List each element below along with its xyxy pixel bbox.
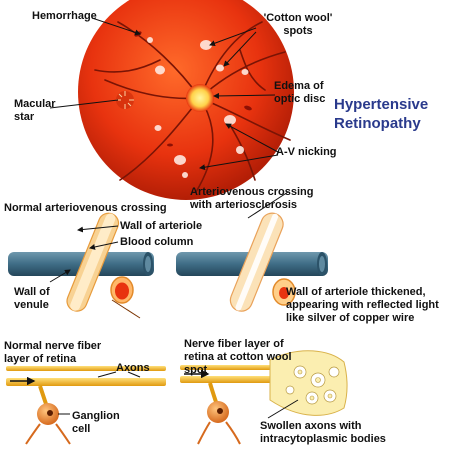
- sclerosis-crossing-artwork: [176, 212, 328, 312]
- label-wall-of-venule: Wall of venule: [14, 286, 50, 311]
- label-edema-optic-disc: Edema of optic disc: [274, 80, 326, 105]
- normal-nerve-artwork: [6, 366, 166, 445]
- label-ganglion-cell: Ganglion cell: [72, 410, 120, 435]
- cotton-wool-nerve-artwork: [180, 350, 348, 445]
- label-wall-of-arteriole: Wall of arteriole: [120, 220, 203, 232]
- label-cotton-wool-nerve: Nerve fiber layer of retina at cotton wo…: [184, 338, 292, 376]
- label-normal-av-crossing: Normal arteriovenous crossing: [4, 202, 167, 214]
- label-av-nicking: A-V nicking: [276, 146, 337, 158]
- label-swollen-axons: Swollen axons with intracytoplasmic bodi…: [260, 420, 386, 445]
- label-axons: Axons: [116, 362, 150, 374]
- label-normal-nerve-fiber: Normal nerve fiber layer of retina: [4, 340, 102, 365]
- normal-crossing-artwork: [8, 212, 154, 319]
- label-macular-star: Macular star: [14, 98, 56, 123]
- label-hemorrhage: Hemorrhage: [32, 10, 97, 22]
- fundus: [78, 0, 294, 200]
- label-crossing-arteriosclerosis: Arteriovenous crossing with arterioscler…: [190, 186, 314, 211]
- label-blood-column: Blood column: [120, 236, 194, 248]
- diagram-title: Hypertensive Retinopathy: [334, 96, 429, 132]
- fundus-leader-lines: [49, 17, 279, 171]
- label-cotton-wool-spots: 'Cotton wool' spots: [263, 12, 333, 37]
- crossing-leader-lines: [49, 225, 119, 283]
- label-wall-thickened: Wall of arteriole thickened, appearing w…: [286, 286, 439, 324]
